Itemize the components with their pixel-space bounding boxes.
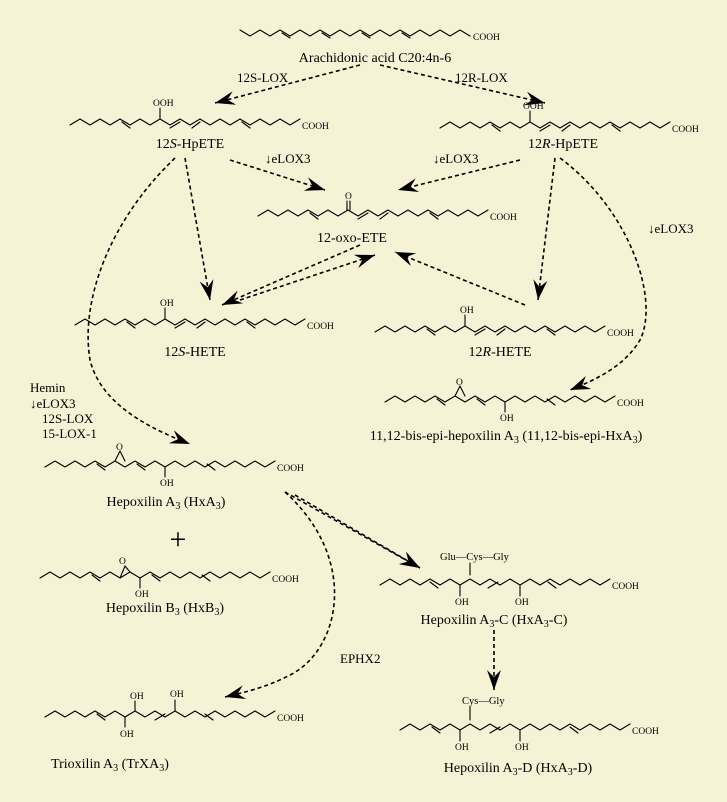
- enzyme-hemin-label: Hemin: [30, 380, 66, 395]
- arrow-head: [353, 254, 375, 268]
- glu-cys-gly-label: Glu—Cys—Gly: [440, 552, 510, 563]
- cooh-label: COOH: [473, 33, 500, 43]
- arrow-hxa3-to-trxa3: [224, 491, 336, 698]
- hete-12s-structure: OH COOH: [74, 299, 334, 332]
- oxo-ete-structure: O COOH: [257, 192, 517, 223]
- oh-label: OH: [135, 590, 149, 600]
- oh-label: OH: [460, 306, 474, 316]
- arrow-12s-hpete-to-12s-hete: [184, 157, 211, 301]
- cooh-label: COOH: [632, 727, 659, 737]
- hxa3c-label: Hepoxilin A3-C (HxA3-C): [421, 613, 568, 630]
- hete-12r-structure: OH COOH: [374, 306, 634, 339]
- oh-label: OH: [515, 598, 529, 608]
- arrow-head: [303, 177, 325, 191]
- hxa3-structure: O OH COOH: [44, 443, 304, 489]
- cooh-label: COOH: [607, 329, 634, 339]
- arrow-head: [395, 252, 417, 266]
- bis-epi-hxa3-structure: O OH COOH: [384, 378, 644, 424]
- enzyme-elox3-label: ↓eLOX3: [433, 151, 479, 166]
- hpete-12r-label: 12R-HpETE: [528, 137, 598, 152]
- cooh-label: COOH: [672, 125, 699, 135]
- arrow-head: [215, 91, 237, 105]
- cooh-label: COOH: [302, 122, 329, 132]
- oh-label: OH: [455, 743, 469, 753]
- arrow-head: [487, 670, 501, 690]
- cys-gly-label: Cys—Gly: [462, 696, 505, 707]
- ooh-label: OOH: [523, 102, 544, 112]
- arrow-oxo-ete-to-12s-hete: [221, 244, 361, 306]
- arrow-hxa3-to-hxa3c: [284, 491, 421, 569]
- hxa3d-structure: Cys—Gly OH OH COOH: [399, 696, 659, 753]
- reaction-arrows: [87, 64, 647, 699]
- arrow-12s-hpete-to-oxo-ete: [229, 159, 326, 191]
- oh-label: OH: [500, 414, 514, 424]
- oxo-ete-label: 12-oxo-ETE: [317, 231, 387, 246]
- enzyme-elox3-label: ↓eLOX3: [265, 151, 311, 166]
- hxb3-label: Hepoxilin B3 (HxB3): [106, 601, 224, 618]
- hxa3d-label: Hepoxilin A3-D (HxA3-D): [444, 761, 593, 778]
- hpete-12s-structure: OOH COOH: [69, 99, 329, 132]
- arrow-head: [398, 178, 420, 192]
- arrow-12r-hpete-to-12r-hete: [537, 157, 556, 301]
- hpete-12r-structure: OOH COOH: [439, 102, 699, 135]
- enzyme-elox3-label: ↓eLOX3: [648, 221, 694, 236]
- arrow-12r-hpete-to-bis-epi-hxa3: [559, 157, 647, 391]
- hxb3-structure: O OH COOH: [39, 557, 299, 600]
- arrow-12s-hpete-to-hxa3: [87, 157, 191, 445]
- oh-label: OH: [160, 299, 174, 309]
- epoxide-o-label: O: [456, 378, 463, 388]
- oxo-label: O: [345, 192, 352, 202]
- enzyme-elox3-label: ↓eLOX3: [30, 396, 76, 411]
- enzyme-ephx2-label: EPHX2: [340, 651, 380, 666]
- oh-label: OH: [120, 730, 134, 740]
- arachidonic-acid-label: Arachidonic acid C20:4n-6: [299, 51, 451, 66]
- ooh-label: OOH: [153, 99, 174, 109]
- cooh-label: COOH: [612, 582, 639, 592]
- trxa3-structure: OH OH OH COOH: [44, 690, 304, 740]
- hxa3-label: Hepoxilin A3 (HxA3): [107, 495, 226, 512]
- oh-label: OH: [515, 743, 529, 753]
- arrow-head: [570, 376, 592, 390]
- cooh-label: COOH: [277, 464, 304, 474]
- cooh-label: COOH: [307, 322, 334, 332]
- oh-label: OH: [130, 692, 144, 702]
- arrow-head: [168, 430, 190, 444]
- arrow-head: [199, 279, 214, 300]
- arrow-head: [222, 290, 244, 305]
- arrow-head: [225, 685, 247, 699]
- plus-sign: +: [170, 523, 187, 556]
- cooh-label: COOH: [490, 213, 517, 223]
- hete-12s-label: 12S-HETE: [164, 345, 225, 360]
- hete-12r-label: 12R-HETE: [469, 345, 532, 360]
- hxa3c-structure: Glu—Cys—Gly OH OH COOH: [379, 552, 639, 608]
- arachidonic-acid-structure: COOH: [239, 29, 500, 43]
- arrow-head: [533, 279, 548, 300]
- arrow-12r-hete-to-oxo-ete: [394, 251, 526, 306]
- oh-label: OH: [455, 598, 469, 608]
- epoxide-o-label: O: [119, 557, 126, 567]
- arrow-head: [399, 551, 420, 568]
- arrow-hxa3-to-hxa3c-2: [294, 494, 421, 569]
- enzyme-12r-lox-label: 12R-LOX: [455, 70, 508, 85]
- arrow-aa-to-12s-hpete: [214, 64, 361, 104]
- epoxide-o-label: O: [116, 443, 123, 453]
- cooh-label: COOH: [617, 399, 644, 409]
- trxa3-label: Trioxilin A3 (TrXA3): [51, 757, 169, 774]
- cooh-label: COOH: [277, 714, 304, 724]
- arrow-head: [523, 91, 545, 106]
- arrow-12s-hete-to-oxo-ete: [239, 254, 376, 301]
- bis-epi-hxa3-label: 11,12-bis-epi-hepoxilin A3 (11,12-bis-ep…: [370, 429, 643, 446]
- enzyme-12s-lox-label: 12S-LOX: [42, 411, 94, 426]
- hpete-12s-label: 12S-HpETE: [156, 137, 224, 152]
- cooh-label: COOH: [272, 575, 299, 585]
- arrow-aa-to-12r-hpete: [379, 64, 546, 104]
- enzyme-12s-lox-label: 12S-LOX: [237, 70, 289, 85]
- oh-label: OH: [160, 479, 174, 489]
- enzyme-15-lox-1-label: 15-LOX-1: [42, 426, 97, 441]
- oh-label: OH: [170, 690, 184, 700]
